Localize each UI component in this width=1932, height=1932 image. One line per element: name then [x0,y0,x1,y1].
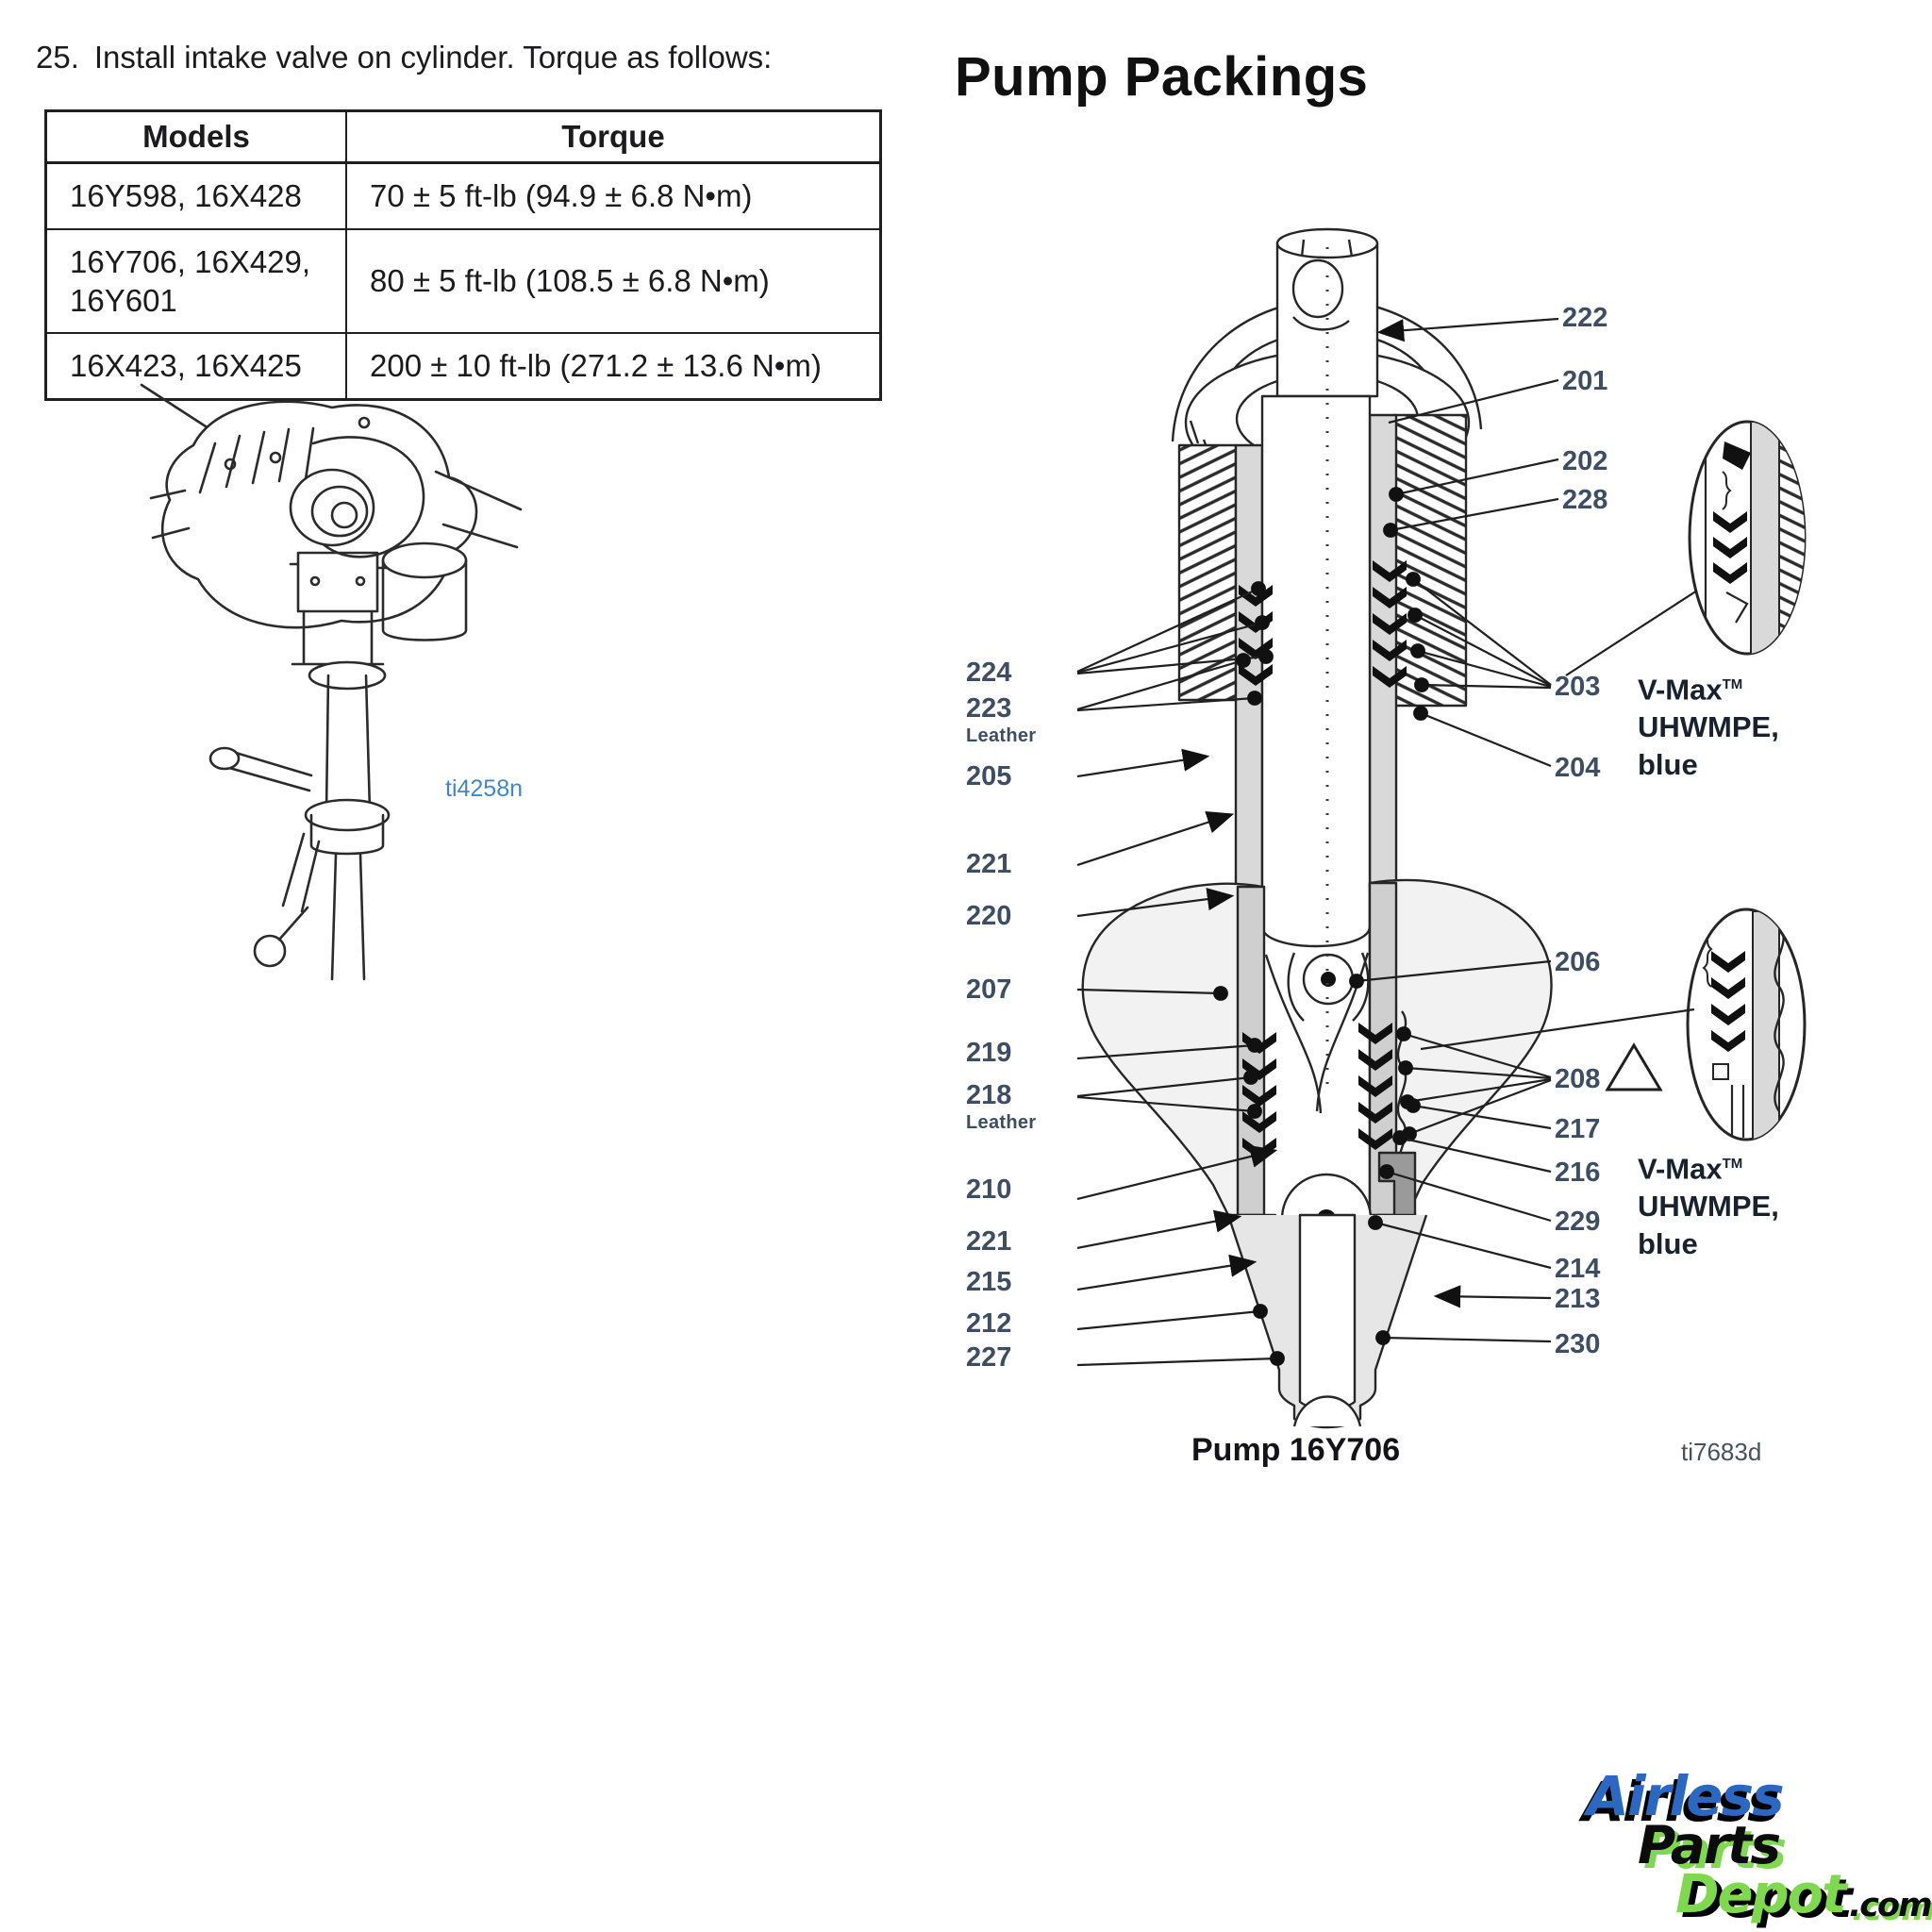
vmax-name: V-Max [1638,1152,1723,1186]
models-cell: 16Y706, 16X429, 16Y601 [44,228,347,334]
callout-221: 221 [966,1226,1012,1257]
page-title: Pump Packings [955,46,1369,108]
torque-table: Models Torque 16Y598, 16X428 70 ± 5 ft-l… [44,109,882,401]
vmax-color: blue [1638,1227,1698,1261]
callout-number: 215 [966,1267,1012,1297]
pump-caption: Pump 16Y706 [1191,1432,1401,1468]
callout-number: 207 [966,974,1012,1005]
callout-227: 227 [966,1342,1012,1373]
callout-number: 221 [966,849,1012,879]
callout-219: 219 [966,1038,1012,1068]
tm-mark: TM [1722,1156,1743,1172]
table-row: 16Y598, 16X428 70 ± 5 ft-lb (94.9 ± 6.8 … [44,161,882,230]
column-header-models: Models [44,109,347,164]
vmax-color: blue [1638,748,1698,782]
callout-207: 207 [966,974,1012,1005]
models-cell: 16Y598, 16X428 [44,161,347,230]
torque-cell: 200 ± 10 ft-lb (271.2 ± 13.6 N•m) [345,332,882,401]
callout-220: 220 [966,901,1012,931]
vmax-name: V-Max [1638,673,1723,707]
logo-word-parts: Parts [1638,1815,1781,1875]
callout-224: 224 [966,658,1012,688]
callout-number: 227 [966,1342,1012,1373]
vmax-material: UHWMPE, [1638,710,1779,744]
logo-suffix-com: .com [1849,1887,1932,1924]
models-cell: 16X423, 16X425 [44,332,347,401]
column-header-torque: Torque [345,109,882,164]
callout-number: 220 [966,901,1012,931]
figure-id-left: ti4258n [445,775,524,802]
table-header-row: Models Torque [44,109,882,164]
figure-id-right: ti7683d [1681,1438,1762,1466]
vmax-note-lower: V-MaxTM UHWMPE, blue [1638,1145,1779,1263]
step-instruction: 25. Install intake valve on cylinder. Tor… [36,40,772,75]
callout-number: 224 [966,658,1012,688]
airless-parts-depot-logo: Airless Parts Depot .com [1557,1757,1932,1926]
table-row: 16X423, 16X425 200 ± 10 ft-lb (271.2 ± 1… [44,332,882,401]
step-text: Install intake valve on cylinder. Torque… [93,40,773,75]
callout-number: 210 [966,1174,1012,1205]
callout-number: 205 [966,761,1012,791]
callout-205: 205 [966,762,1011,791]
callout-221: 221 [966,849,1012,879]
logo-word-depot: Depot [1675,1864,1847,1925]
logo-word-airless: Airless [1587,1764,1785,1828]
tm-mark: TM [1722,676,1743,692]
vmax-note-upper: V-MaxTM UHWMPE, blue [1638,666,1779,784]
callout-215: 215 [966,1267,1012,1297]
intake-valve-figure [140,383,523,981]
vmax-material: UHWMPE, [1638,1190,1779,1224]
callout-number: 212 [966,1308,1012,1339]
pump-cross-section-figure [1076,227,1807,1429]
torque-cell: 70 ± 5 ft-lb (94.9 ± 6.8 N•m) [345,161,882,230]
callout-212: 212 [966,1308,1012,1339]
step-number: 25. [36,40,79,75]
callout-number: 221 [966,1226,1012,1257]
callout-number: 219 [966,1038,1012,1068]
table-row: 16Y706, 16X429, 16Y601 80 ± 5 ft-lb (108… [44,228,882,334]
torque-cell: 80 ± 5 ft-lb (108.5 ± 6.8 N•m) [345,228,882,334]
callout-210: 210 [966,1174,1012,1205]
